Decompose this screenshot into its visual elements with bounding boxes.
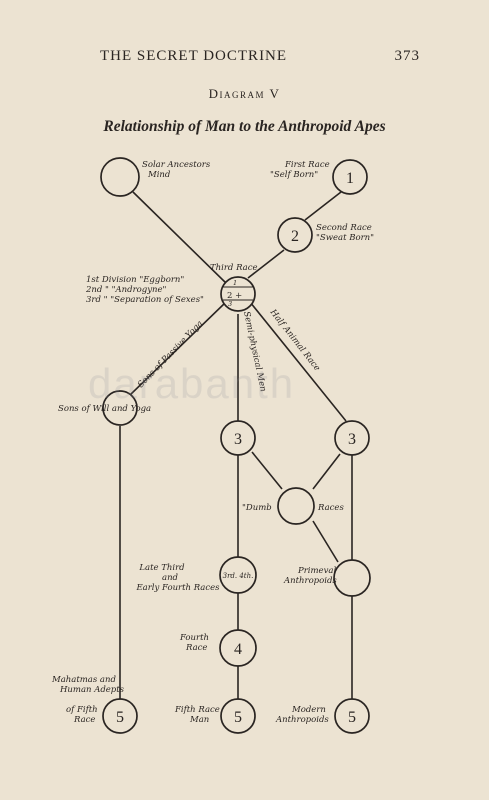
num-first: 1: [346, 170, 354, 187]
num-half: 3: [348, 431, 356, 448]
book-title: THE SECRET DOCTRINE: [100, 48, 288, 64]
label-third-race: Third Race: [210, 263, 258, 273]
third-div-1: 1: [233, 279, 237, 287]
branch-semi-human: Semi-physical Men: [241, 311, 268, 393]
circle-mahatmas: [102, 698, 138, 734]
label-first-1: First Race: [284, 160, 330, 170]
third-div-2: 2 +: [227, 291, 242, 301]
division-3: 3rd " "Separation of Sexes": [86, 295, 204, 305]
line-solar-third: [132, 191, 229, 286]
diagram-label: Diagram V: [208, 86, 281, 101]
num-mahatmas: 5: [116, 709, 124, 726]
branch-passive-yoga: Sons of Passive Yoga: [136, 319, 205, 390]
num-second: 2: [291, 228, 299, 245]
label-fourth-2: Race: [185, 643, 207, 653]
circle-second: [277, 217, 313, 253]
num-modern: 5: [348, 709, 356, 726]
line-third-will: [129, 301, 227, 396]
label-fourth-1: Fourth: [179, 633, 209, 643]
label-second-2: "Sweat Born": [316, 233, 374, 243]
race-circles: [100, 157, 371, 734]
circle-first: [332, 159, 368, 195]
num-late: 3rd. 4th.: [223, 572, 254, 580]
line-semi-dumb: [251, 451, 283, 490]
line-first-second: [304, 191, 342, 221]
circle-primeval: [333, 559, 371, 597]
connector-lines: [119, 191, 353, 700]
line-dumb-primeval: [312, 520, 339, 563]
circle-fourth: [219, 629, 257, 667]
circle-third-race: [220, 276, 256, 312]
label-primeval-2: Anthropoids: [283, 576, 337, 586]
label-solar-2: Mind: [147, 170, 171, 180]
line-second-third: [247, 249, 285, 279]
label-modern-1: Modern: [291, 705, 326, 715]
label-mahatmas-3: of Fifth: [66, 705, 98, 715]
label-dumb-2: Races: [317, 503, 344, 513]
num-fourth: 4: [234, 641, 242, 658]
circle-fifth-man: [220, 698, 256, 734]
third-div-3: 3: [228, 300, 232, 308]
label-mahatmas-1: Mahatmas and: [51, 675, 116, 685]
label-will-yoga: Sons of Will and Yoga: [58, 404, 151, 414]
label-mahatmas-2: Human Adepts: [59, 685, 125, 695]
line-third-half: [249, 301, 347, 422]
diagram-title: Relationship of Man to the Anthropoid Ap…: [103, 118, 386, 135]
circle-dumb: [277, 487, 315, 525]
branch-half-animal: Half Animal Race: [267, 307, 322, 373]
circle-late: [219, 556, 257, 594]
circle-modern: [334, 698, 370, 734]
label-fifth-man-2: Man: [189, 715, 209, 725]
label-modern-2: Anthropoids: [275, 715, 329, 725]
label-fifth-man-1: Fifth Race: [174, 705, 220, 715]
label-dumb-1: "Dumb: [242, 503, 272, 513]
running-head: THE SECRET DOCTRINE 373: [100, 48, 420, 65]
circle-half: [334, 420, 370, 456]
third-race-dividers: [223, 286, 253, 301]
label-late-3: Early Fourth Races: [135, 583, 220, 593]
label-late-1: Late Third: [138, 563, 185, 573]
num-fifth-man: 5: [234, 709, 242, 726]
circle-semi: [220, 420, 256, 456]
circle-solar: [100, 157, 140, 197]
line-dumb-half: [312, 453, 341, 490]
label-second-1: Second Race: [316, 223, 372, 233]
circle-will: [102, 390, 138, 426]
num-semi: 3: [234, 431, 242, 448]
label-solar-1: Solar Ancestors: [142, 160, 211, 170]
label-mahatmas-4: Race: [73, 715, 95, 725]
division-1: 1st Division "Eggborn": [86, 275, 184, 285]
label-late-2: and: [162, 573, 179, 583]
page-number: 373: [394, 48, 420, 64]
division-2: 2nd " "Androgyne": [85, 285, 167, 295]
label-first-2: "Self Born": [270, 170, 318, 180]
label-primeval-1: Primeval: [297, 566, 336, 576]
